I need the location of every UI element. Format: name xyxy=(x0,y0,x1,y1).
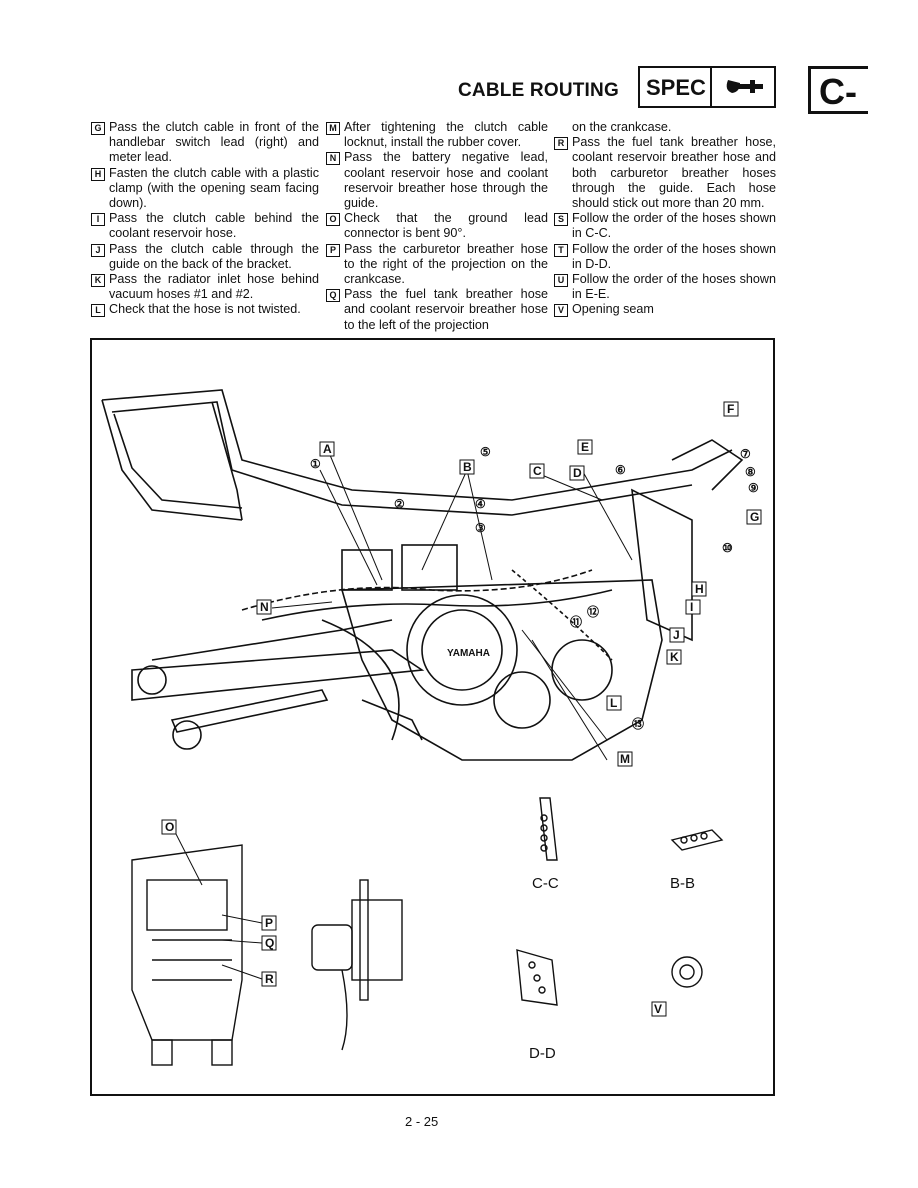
callout-key: L xyxy=(91,304,105,318)
callout-key: G xyxy=(91,122,105,135)
callout-O: O xyxy=(165,820,174,834)
callout-A: A xyxy=(323,442,332,456)
callout-K: K xyxy=(670,650,679,664)
page-number: 2 - 25 xyxy=(405,1114,439,1129)
callout-key: K xyxy=(91,274,105,288)
callout-I: I xyxy=(690,600,693,614)
reservoir-detail xyxy=(311,879,403,1051)
section-label-dd: D-D xyxy=(529,1045,556,1062)
chapter-tab-label: C- xyxy=(819,71,857,112)
callout-key: T xyxy=(554,243,568,257)
frame-drawing xyxy=(101,389,744,761)
callout-11: ⑪ xyxy=(570,614,582,629)
callout-4: ④ xyxy=(475,497,486,511)
callout-D: D xyxy=(573,466,582,480)
page-title: CABLE ROUTING xyxy=(458,80,619,101)
callout-key: R xyxy=(554,137,568,151)
letter-callouts: A B C D E F G H I J K L M N xyxy=(256,401,762,767)
callout-key: P xyxy=(326,243,340,257)
callout-G: G xyxy=(750,510,759,524)
callout-F: F xyxy=(727,402,734,416)
callout-key: H xyxy=(91,167,105,181)
callout-V: V xyxy=(654,1002,662,1016)
callout-M: M xyxy=(620,752,630,766)
diagram-svg: A B C D E F G H I J K L M N ① ② ③ ④ ⑤ ⑥ … xyxy=(101,389,762,1066)
callout-5: ⑤ xyxy=(480,445,491,459)
section-bb xyxy=(670,829,724,851)
callout-key: U xyxy=(554,274,568,288)
callout-Q: Q xyxy=(265,936,274,950)
callout-8: ⑧ xyxy=(745,465,756,479)
callout-N: N xyxy=(260,600,269,614)
callout-3: ③ xyxy=(475,521,486,535)
section-label-bb: B-B xyxy=(670,875,695,892)
cable-routing-diagram: A B C D E F G H I J K L M N ① ② ③ ④ ⑤ ⑥ … xyxy=(90,338,775,1096)
callout-J: J xyxy=(673,628,680,642)
chapter-tab: C- xyxy=(808,66,868,114)
callout-10: ⑩ xyxy=(722,541,733,555)
callout-6: ⑥ xyxy=(615,463,626,477)
number-callouts: ① ② ③ ④ ⑤ ⑥ ⑦ ⑧ ⑨ ⑩ ⑪ ⑫ ⑬ xyxy=(310,445,759,731)
section-cc xyxy=(539,797,558,861)
callout-E: E xyxy=(581,440,589,454)
callout-key: S xyxy=(554,213,568,227)
callout-key: M xyxy=(326,122,340,135)
callout-7: ⑦ xyxy=(740,447,751,461)
section-label-cc: C-C xyxy=(532,875,559,892)
callout-P: P xyxy=(265,916,273,930)
callout-L: L xyxy=(610,696,617,710)
motorcycle-spec-icon xyxy=(710,66,776,108)
section-dd xyxy=(516,949,558,1006)
spec-badge: SPEC xyxy=(638,66,712,108)
callout-R: R xyxy=(265,972,274,986)
callout-2: ② xyxy=(394,497,405,511)
callout-12: ⑫ xyxy=(587,604,599,619)
engine-logo: YAMAHA xyxy=(447,648,490,659)
instruction-continuation: on the crankcase. xyxy=(572,120,672,134)
spec-label: SPEC xyxy=(646,75,706,100)
callout-9: ⑨ xyxy=(748,481,759,495)
callout-13: ⑬ xyxy=(632,716,644,731)
callout-H: H xyxy=(695,582,704,596)
callout-B: B xyxy=(463,460,472,474)
callout-lines xyxy=(271,454,633,761)
engine-front-detail xyxy=(131,844,243,1066)
callout-key: N xyxy=(326,152,340,166)
callout-key: I xyxy=(91,213,105,227)
callout-key: V xyxy=(554,304,568,318)
section-ee xyxy=(671,956,703,988)
callout-C: C xyxy=(533,464,542,478)
callout-key: J xyxy=(91,243,105,257)
callout-1: ① xyxy=(310,457,321,471)
callout-key: O xyxy=(326,213,340,227)
callout-key: Q xyxy=(326,289,340,303)
